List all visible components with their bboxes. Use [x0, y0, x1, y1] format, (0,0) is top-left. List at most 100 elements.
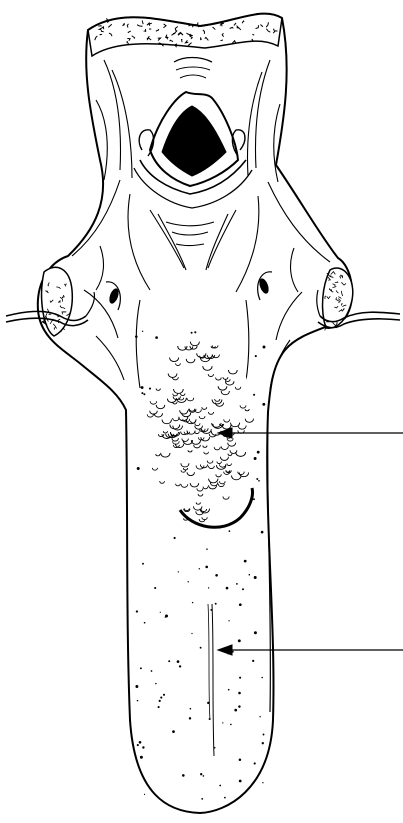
crackle-line	[192, 25, 193, 27]
surface-dot	[209, 718, 211, 720]
surface-dot	[142, 331, 143, 332]
surface-dot	[214, 747, 216, 749]
surface-dot	[263, 346, 266, 349]
surface-dot	[163, 694, 165, 696]
surface-dot	[242, 588, 244, 590]
surface-dot	[203, 775, 205, 777]
surface-dot	[190, 708, 192, 710]
surface-dot	[215, 574, 218, 577]
surface-dot	[189, 717, 191, 719]
surface-dot	[236, 583, 238, 585]
surface-dot	[155, 336, 158, 339]
surface-dot	[206, 548, 208, 550]
surface-dot	[142, 563, 144, 565]
surface-dot	[136, 610, 138, 612]
surface-dot	[252, 660, 254, 662]
surface-dot	[205, 566, 208, 569]
surface-dot	[230, 724, 232, 726]
surface-dot	[249, 574, 251, 576]
surface-dot	[144, 622, 146, 624]
surface-dot	[174, 537, 176, 539]
surface-dot	[172, 730, 175, 733]
surface-dot	[149, 388, 151, 390]
surface-dot	[160, 697, 162, 699]
surface-dot	[224, 797, 226, 799]
surface-dot	[253, 498, 255, 500]
surface-dot	[244, 560, 247, 563]
surface-dot	[177, 660, 180, 663]
surface-dot	[239, 780, 242, 783]
surface-dot	[201, 798, 203, 800]
surface-dot	[154, 587, 156, 589]
surface-dot	[168, 660, 170, 662]
crackle-line	[221, 40, 223, 41]
surface-dot	[142, 746, 144, 748]
surface-dot	[140, 667, 142, 669]
surface-dot	[187, 581, 188, 582]
surface-dot	[159, 700, 161, 702]
surface-dot	[258, 480, 260, 482]
surface-dot	[137, 744, 139, 746]
surface-dot	[140, 756, 143, 759]
surface-dot	[254, 457, 257, 460]
surface-dot	[254, 762, 256, 764]
surface-dot	[259, 716, 260, 717]
surface-dot	[262, 782, 263, 783]
surface-dot	[210, 609, 212, 611]
surface-dot	[238, 692, 241, 695]
surface-dot	[238, 705, 240, 707]
surface-dot	[158, 706, 160, 708]
surface-dot	[141, 386, 144, 389]
surface-dot	[191, 633, 192, 634]
surface-dot	[137, 467, 140, 470]
surface-dot	[207, 702, 210, 705]
surface-dot	[144, 794, 145, 795]
surface-dot	[261, 531, 264, 534]
surface-dot	[239, 603, 242, 606]
surface-dot	[254, 631, 257, 634]
surface-dot	[141, 392, 143, 394]
surface-dot	[155, 683, 156, 684]
surface-dot	[165, 615, 168, 618]
surface-dot	[262, 403, 265, 406]
surface-dot	[253, 394, 255, 396]
surface-dot	[135, 335, 138, 338]
surface-dot	[239, 759, 242, 762]
surface-dot	[228, 689, 230, 691]
surface-dot	[219, 785, 221, 787]
surface-dot	[261, 677, 263, 679]
surface-dot	[200, 647, 202, 649]
surface-dot	[191, 332, 193, 334]
surface-dot	[137, 700, 139, 702]
surface-dot	[151, 670, 153, 672]
surface-dot	[226, 587, 229, 590]
surface-dot	[254, 576, 257, 579]
surface-dot	[160, 612, 161, 613]
surface-dot	[179, 665, 181, 667]
surface-dot	[239, 677, 241, 679]
surface-dot	[257, 451, 260, 454]
surface-dot	[208, 587, 209, 588]
surface-dot	[215, 603, 217, 605]
surface-dot	[139, 741, 142, 744]
surface-dot	[234, 709, 237, 712]
surface-dot	[192, 602, 193, 603]
crackle-line	[273, 29, 274, 30]
surface-dot	[229, 530, 231, 532]
surface-dot	[199, 568, 200, 569]
surface-dot	[182, 774, 185, 777]
surface-dot	[200, 773, 202, 775]
surface-dot	[255, 355, 257, 357]
surface-dot	[194, 331, 196, 333]
surface-dot	[263, 734, 265, 736]
surface-dot	[238, 639, 241, 642]
crackle-line	[182, 39, 183, 42]
surface-dot	[143, 393, 145, 395]
surface-dot	[256, 478, 258, 480]
surface-dot	[178, 571, 179, 572]
surface-dot	[135, 685, 138, 688]
surface-dot	[228, 620, 229, 621]
crackle-line	[100, 34, 102, 35]
